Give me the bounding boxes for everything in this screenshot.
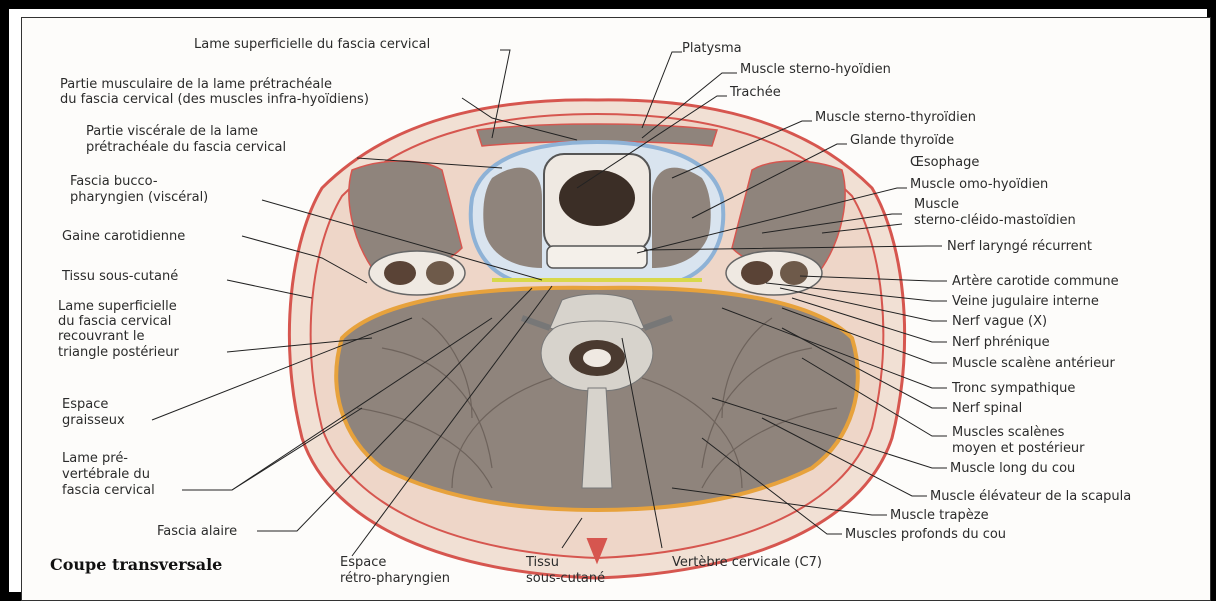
- label-platysma: Platysma: [682, 41, 742, 56]
- figure-panel: Coupe transversale Lame superficielle du…: [21, 17, 1211, 601]
- label-lame-prevert-1: Lame pré-: [62, 451, 128, 466]
- label-oesophage: Œsophage: [910, 155, 979, 170]
- label-nerf-larynge: Nerf laryngé récurrent: [947, 239, 1092, 254]
- label-trachee: Trachée: [729, 85, 781, 100]
- label-sterno-hyoidien: Muscle sterno-hyoïdien: [740, 62, 891, 77]
- label-artere-carotide: Artère carotide commune: [952, 274, 1119, 289]
- label-tissu-sous-cutane-left: Tissu sous-cutané: [61, 269, 178, 284]
- label-veine-jugulaire: Veine jugulaire interne: [952, 294, 1099, 309]
- label-fascia-bucco-1: Fascia bucco-: [70, 174, 158, 189]
- label-glande-thyroide: Glande thyroïde: [850, 133, 954, 148]
- label-espace-graisseux-1: Espace: [62, 397, 108, 412]
- label-tissu-bottom-2: sous-cutané: [526, 571, 605, 586]
- trachea-lumen: [559, 170, 635, 226]
- label-lame-sup-tri-1: Lame superficielle: [58, 299, 177, 314]
- label-partie-musculaire-2: du fascia cervical (des muscles infra-hy…: [60, 92, 369, 107]
- label-lame-superficielle: Lame superficielle du fascia cervical: [194, 37, 430, 52]
- carotid-sheath-left: [369, 251, 465, 295]
- label-lame-sup-tri-3: recouvrant le: [58, 329, 144, 344]
- label-trapeze: Muscle trapèze: [890, 508, 989, 523]
- label-lame-prevert-2: vertébrale du: [62, 467, 150, 482]
- label-omo-hyoidien: Muscle omo-hyoïdien: [910, 177, 1048, 192]
- figure-title: Coupe transversale: [50, 555, 222, 574]
- label-long-du-cou: Muscle long du cou: [950, 461, 1075, 476]
- label-scalene-anterieur: Muscle scalène antérieur: [952, 356, 1115, 371]
- label-nerf-vague: Nerf vague (X): [952, 314, 1047, 329]
- oesophagus: [547, 246, 647, 268]
- label-sterno-thyroidien: Muscle sterno-thyroïdien: [815, 110, 976, 125]
- label-lame-sup-tri-4: triangle postérieur: [58, 345, 180, 360]
- label-elevateur-scapula: Muscle élévateur de la scapula: [930, 489, 1131, 504]
- label-lame-prevert-3: fascia cervical: [62, 483, 155, 498]
- label-scalenes-2: moyen et postérieur: [952, 441, 1085, 456]
- label-partie-viscerale-2: prétrachéale du fascia cervical: [86, 140, 286, 155]
- neck-illustration: [289, 100, 904, 578]
- label-nerf-phrenique: Nerf phrénique: [952, 335, 1050, 350]
- label-partie-musculaire-1: Partie musculaire de la lame prétrachéal…: [60, 77, 332, 92]
- label-fascia-bucco-2: pharyngien (viscéral): [70, 190, 208, 205]
- label-nerf-spinal: Nerf spinal: [952, 401, 1022, 416]
- label-scm-1: Muscle: [914, 197, 959, 212]
- label-scalenes-1: Muscles scalènes: [952, 425, 1065, 440]
- neck-cross-section-diagram: Coupe transversale Lame superficielle du…: [22, 18, 1212, 602]
- label-gaine-carotidienne: Gaine carotidienne: [62, 229, 185, 244]
- label-espace-retro-1: Espace: [340, 555, 386, 570]
- carotid-sheath-right: [726, 251, 822, 295]
- label-profonds-du-cou: Muscles profonds du cou: [845, 527, 1006, 542]
- label-lame-sup-tri-2: du fascia cervical: [58, 314, 171, 329]
- label-partie-viscerale-1: Partie viscérale de la lame: [86, 124, 258, 139]
- label-tissu-bottom-1: Tissu: [525, 555, 559, 570]
- label-espace-retro-2: rétro-pharyngien: [340, 571, 450, 586]
- label-espace-graisseux-2: graisseux: [62, 413, 125, 428]
- label-scm-2: sterno-cléido-mastoïdien: [914, 213, 1076, 228]
- label-tronc-sympathique: Tronc sympathique: [951, 381, 1075, 396]
- label-fascia-alaire: Fascia alaire: [157, 524, 237, 539]
- label-vertebre: Vertèbre cervicale (C7): [672, 555, 822, 570]
